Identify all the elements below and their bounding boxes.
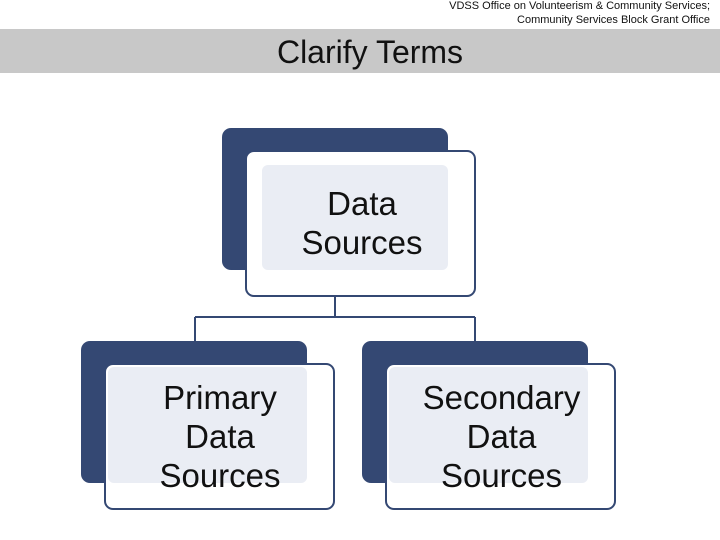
node-panel bbox=[262, 165, 448, 270]
org-line-1: VDSS Office on Volunteerism & Community … bbox=[449, 0, 710, 12]
org-line-2: Community Services Block Grant Office bbox=[517, 13, 710, 26]
organization-header: VDSS Office on Volunteerism & Community … bbox=[310, 0, 710, 27]
header-band bbox=[0, 0, 720, 29]
node-label-primary-data-sources: Primary Data Sources bbox=[159, 378, 281, 494]
node-panel bbox=[108, 367, 307, 483]
title-band bbox=[0, 29, 720, 73]
node-panel bbox=[389, 367, 588, 483]
node-label-secondary-data-sources: Secondary Data Sources bbox=[422, 378, 581, 494]
node-label-data-sources: Data Sources bbox=[301, 184, 423, 261]
slide-title: Clarify Terms bbox=[276, 34, 464, 70]
